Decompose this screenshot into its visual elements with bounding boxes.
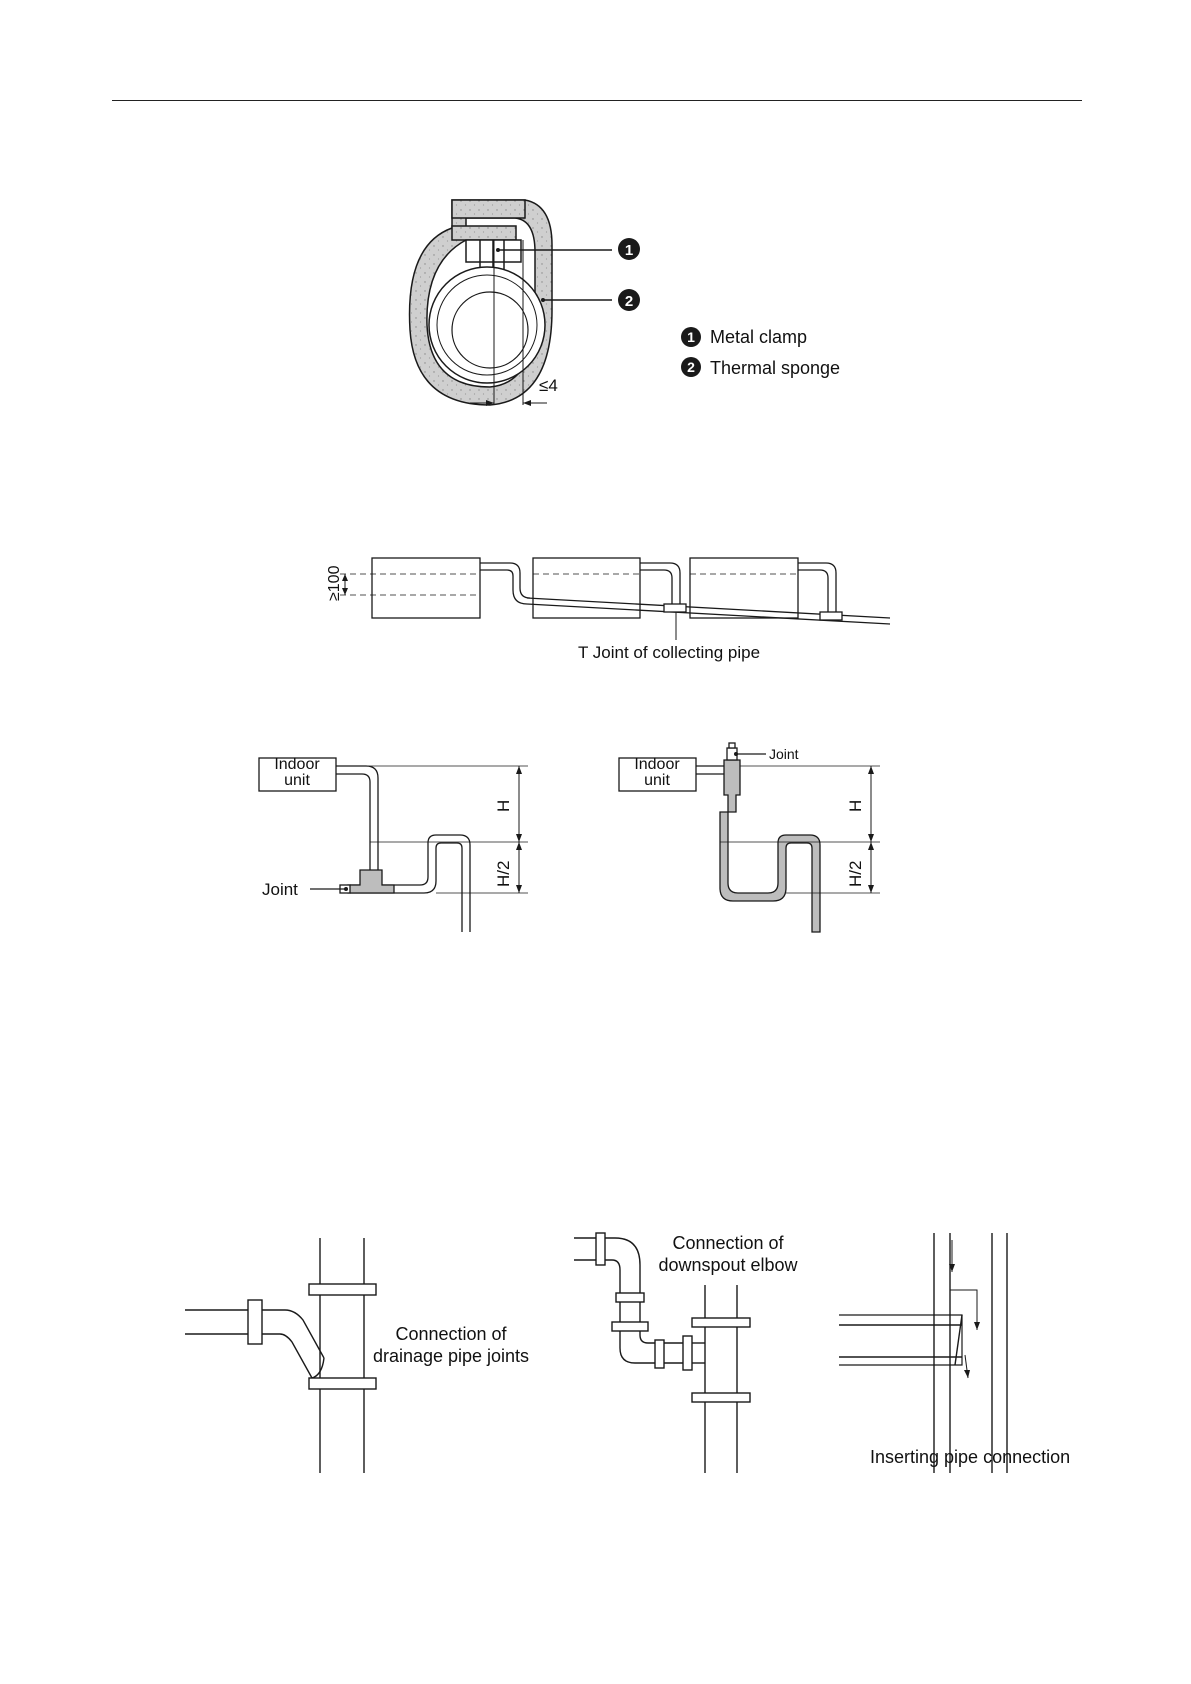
indoor-unit-left-line1: Indoor [274,756,320,773]
joint-label-left: Joint [262,880,298,899]
legend-2-number: 2 [687,359,695,375]
indoor-unit-left-line2: unit [284,772,310,789]
elbow-caption-line2: downspout elbow [658,1255,798,1275]
clamp-sponge-figure [410,200,612,406]
elbow-caption-line1: Connection of [672,1233,784,1253]
min-height-dimension: ≥100 [326,565,343,601]
drainage-joint-figure [185,1238,376,1473]
callout-1: 1 [618,238,640,260]
max-gap-dimension: ≤4 [539,376,558,395]
callout-2-number: 2 [625,293,633,310]
trap-joint-left [348,870,394,893]
joint-label-right: Joint [769,746,799,762]
callout-1-number: 1 [625,242,633,259]
inserting-pipe-caption: Inserting pipe connection [870,1447,1070,1467]
trap-joint-right [724,760,740,812]
drainage-caption-line2: drainage pipe joints [373,1346,529,1366]
legend-1-number: 1 [687,329,695,345]
callout-2: 2 [618,289,640,311]
inserting-pipe-figure [839,1233,1007,1473]
half-height-label-right: H/2 [846,861,865,887]
legend-metal-clamp: Metal clamp [710,327,807,347]
collecting-pipe-figure [340,558,890,640]
drainage-caption-line1: Connection of [395,1324,507,1344]
indoor-unit-right-line2: unit [644,772,670,789]
indoor-unit-right-line1: Indoor [634,756,680,773]
collecting-pipe-joint-label: T Joint of collecting pipe [578,643,760,662]
sponge-flap [452,200,525,218]
legend: 1 Metal clamp 2 Thermal sponge [681,327,840,378]
legend-thermal-sponge: Thermal sponge [710,358,840,378]
height-label-right: H [846,800,865,812]
indoor-unit-3 [690,558,798,618]
u-trap-right [720,812,820,932]
indoor-unit-1 [372,558,480,618]
height-label-left: H [494,800,513,812]
half-height-label-left: H/2 [494,861,513,887]
